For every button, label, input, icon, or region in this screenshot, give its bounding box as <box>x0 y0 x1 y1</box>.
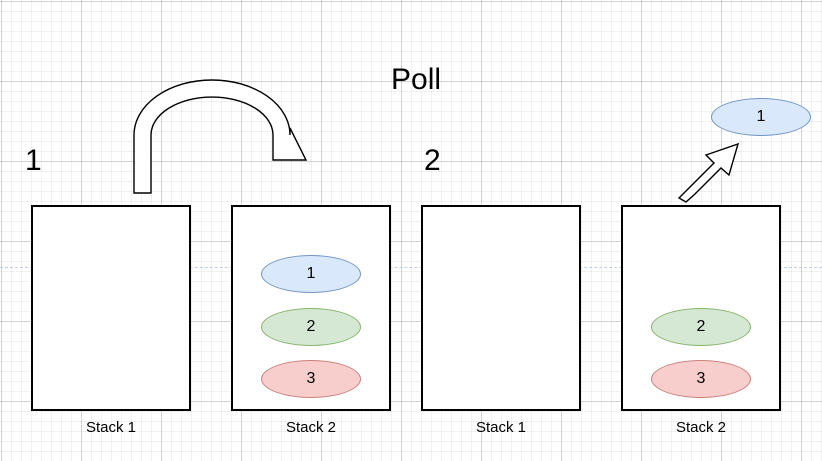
stack-box-3[interactable] <box>421 205 581 411</box>
stack-label-4: Stack 2 <box>675 419 727 436</box>
stack-item-4[interactable]: 2 <box>651 308 751 346</box>
stack-item-3[interactable]: 3 <box>261 360 361 398</box>
stack-label-3: Stack 1 <box>475 419 527 436</box>
stack-item-5[interactable]: 3 <box>651 360 751 398</box>
polled-node[interactable]: 1 <box>711 98 811 136</box>
stack-box-1[interactable] <box>31 205 191 411</box>
page-title: Poll <box>391 63 442 96</box>
stack-label-2: Stack 2 <box>285 419 337 436</box>
curved-transfer-arrow <box>133 79 308 194</box>
poll-out-arrow <box>677 142 740 203</box>
step-number-2: 2 <box>424 144 441 177</box>
stack-item-1[interactable]: 1 <box>261 255 361 293</box>
alignment-guideline <box>0 267 822 268</box>
step-number-1: 1 <box>25 144 42 177</box>
stack-item-2[interactable]: 2 <box>261 308 361 346</box>
stack-label-1: Stack 1 <box>85 419 137 436</box>
